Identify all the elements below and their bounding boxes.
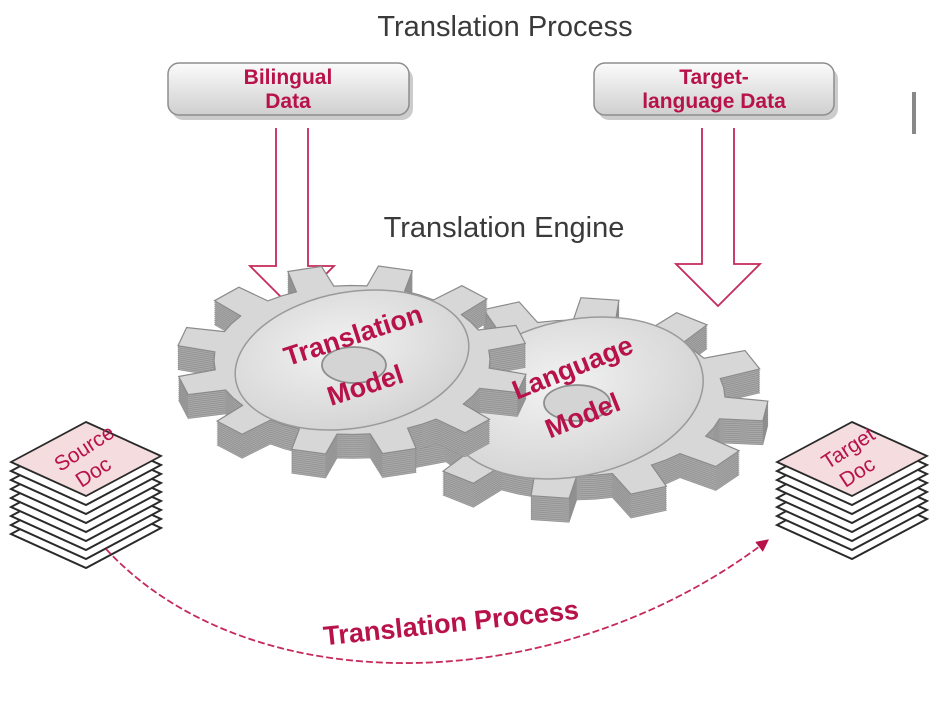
target-language-data-label-line2: language Data (642, 90, 786, 113)
target-language-arrow (673, 128, 763, 308)
gear-hub (321, 346, 387, 384)
edge-bar (912, 92, 916, 134)
target-language-data-box: Target- language Data (593, 62, 838, 120)
bilingual-data-label-line2: Data (265, 90, 311, 113)
source-doc-stack (8, 420, 164, 570)
target-language-data-label-line1: Target- (679, 66, 749, 89)
doc-cover-sheet (774, 420, 930, 498)
bilingual-data-label-line1: Bilingual (244, 66, 333, 89)
translation-model-gear (177, 265, 527, 479)
doc-cover-sheet (8, 420, 164, 498)
flow-label: Translation Process (322, 595, 580, 652)
translation-flow-arrow (105, 539, 769, 664)
target-doc-stack (774, 420, 930, 561)
diagram-title: Translation Process (377, 11, 632, 43)
bilingual-data-box: Bilingual Data (167, 62, 413, 120)
engine-label: Translation Engine (384, 212, 625, 244)
gear-hub (543, 384, 611, 422)
